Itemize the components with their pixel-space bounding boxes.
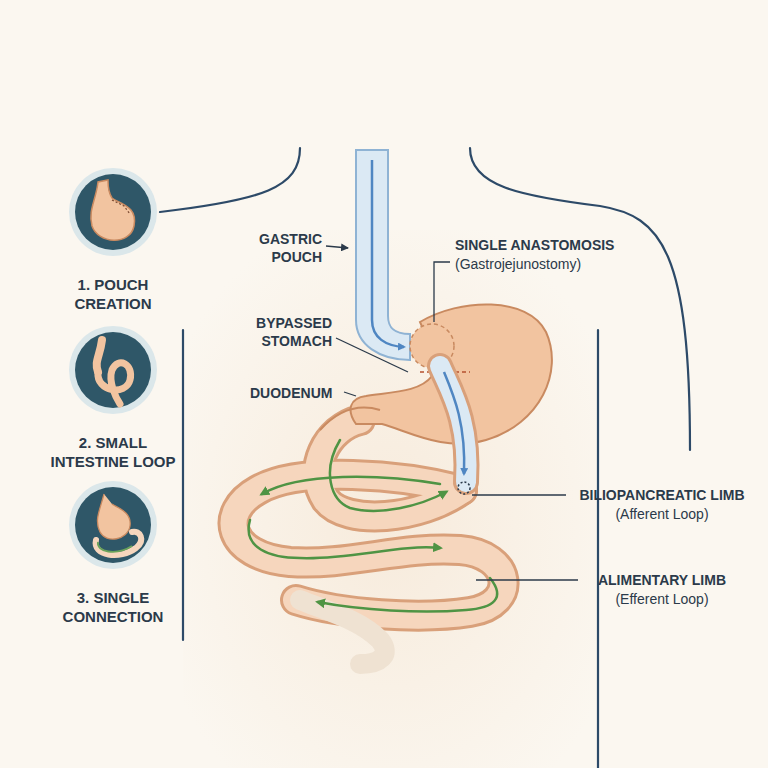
pouch-icon bbox=[97, 494, 130, 539]
flow-arrow bbox=[262, 477, 440, 494]
food-flow-arrow bbox=[444, 372, 464, 474]
step-node: 3. SINGLE CONNECTION bbox=[40, 481, 186, 627]
part-label: SINGLE ANASTOMOSIS bbox=[455, 236, 655, 254]
leader-line bbox=[472, 494, 566, 495]
leader-lines bbox=[326, 246, 578, 580]
torso-shading bbox=[183, 230, 598, 768]
alimentary-limb-outline bbox=[440, 366, 467, 482]
part-label: BILIOPANCREATIC LIMB bbox=[566, 486, 758, 504]
step-ring bbox=[69, 168, 157, 256]
anastomosis-mark bbox=[458, 482, 470, 494]
step-circle bbox=[75, 174, 151, 250]
step-node: 1. POUCH CREATION bbox=[40, 168, 186, 314]
flow-arrow bbox=[318, 578, 497, 612]
leader-line bbox=[336, 338, 408, 372]
step-icons bbox=[69, 168, 157, 569]
duodenum-edge bbox=[320, 407, 380, 430]
part-note: (Gastrojejunostomy) bbox=[455, 255, 655, 273]
leader-bracket bbox=[434, 262, 450, 322]
loop-icon bbox=[96, 532, 142, 555]
step-ring bbox=[69, 481, 157, 569]
flow-arrow bbox=[330, 440, 446, 511]
loop-outline bbox=[234, 475, 504, 616]
part-note: (Efferent Loop) bbox=[566, 590, 758, 608]
alimentary-limb bbox=[440, 366, 467, 482]
flow-arrow bbox=[249, 520, 440, 558]
step-ring bbox=[69, 326, 157, 414]
staple-line bbox=[112, 200, 130, 214]
step-caption: 3. SINGLE CONNECTION bbox=[40, 589, 186, 627]
part-label: BYPASSED STOMACH bbox=[232, 314, 332, 350]
leader-line bbox=[476, 579, 578, 580]
part-note: (Afferent Loop) bbox=[566, 505, 758, 523]
leader-line bbox=[344, 392, 356, 396]
leader-line bbox=[326, 246, 348, 248]
esophagus bbox=[356, 150, 410, 360]
step-node: 2. SMALL INTESTINE LOOP bbox=[40, 326, 186, 472]
pouch-icon bbox=[91, 180, 135, 240]
part-label: GASTRIC POUCH bbox=[236, 230, 322, 266]
step-circle bbox=[75, 332, 151, 408]
pouch-icon bbox=[97, 340, 102, 372]
body-outline bbox=[160, 148, 690, 768]
part-label: DUODENUM bbox=[250, 384, 342, 402]
loop bbox=[234, 475, 504, 616]
left-neck-shoulder bbox=[160, 148, 300, 212]
part-label: ALIMENTARY LIMB bbox=[566, 571, 758, 589]
step-caption: 2. SMALL INTESTINE LOOP bbox=[40, 434, 186, 472]
step-circle bbox=[75, 487, 151, 563]
left-torso-line bbox=[182, 330, 184, 640]
right-torso-line bbox=[597, 330, 599, 768]
loop-icon bbox=[98, 363, 131, 404]
food-flow-arrow bbox=[372, 160, 404, 347]
flow-icon bbox=[98, 542, 132, 552]
step-caption: 1. POUCH CREATION bbox=[40, 276, 186, 314]
